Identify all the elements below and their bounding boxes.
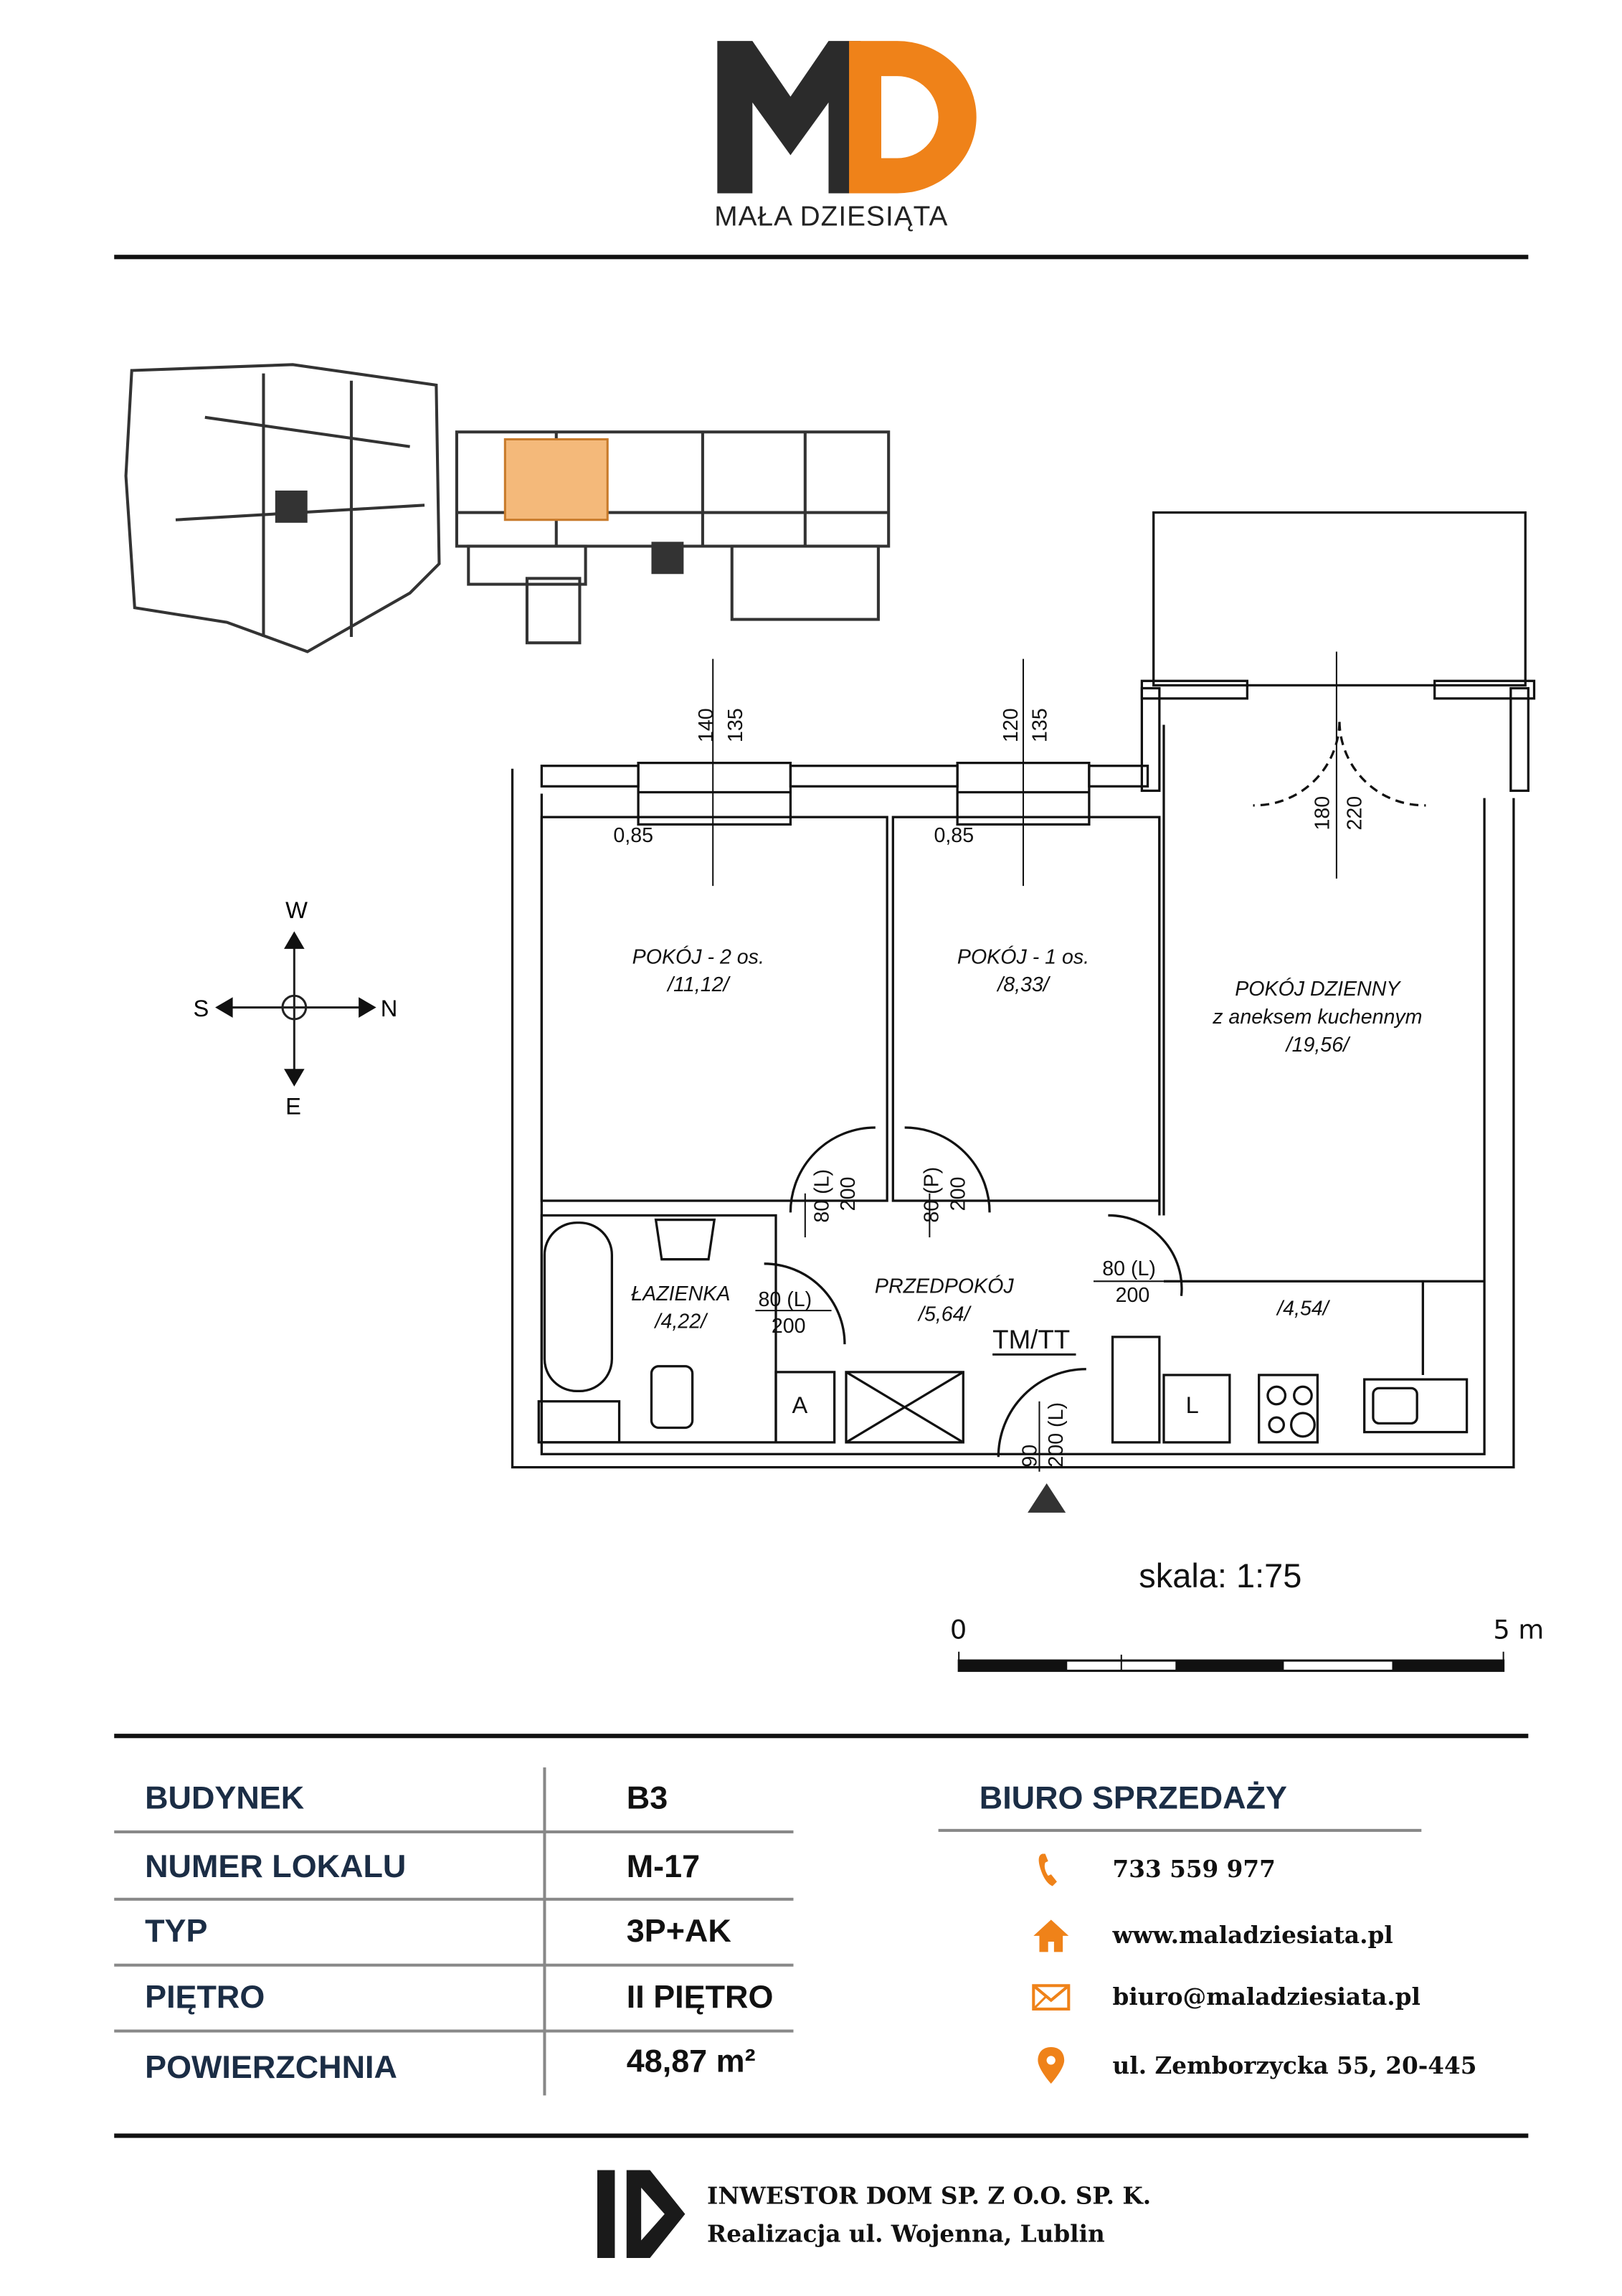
footer-company: INWESTOR DOM SP. Z O.O. SP. K. bbox=[707, 2181, 1152, 2210]
detail-value-unit: M-17 bbox=[626, 1848, 701, 1885]
md-logo bbox=[717, 41, 977, 194]
scale-bar bbox=[957, 1651, 1505, 1672]
balcony-door-height: 220 bbox=[1344, 796, 1367, 831]
middle-divider bbox=[114, 1734, 1529, 1739]
door-height: 200 bbox=[1116, 1284, 1150, 1307]
phone-icon bbox=[1038, 1853, 1057, 1886]
room-area: /5,64/ bbox=[917, 1303, 972, 1326]
door-height: 200 bbox=[947, 1177, 969, 1211]
detail-label-unit: NUMER LOKALU bbox=[145, 1848, 407, 1885]
compass-south: S bbox=[193, 995, 209, 1021]
site-plan-thumbnail bbox=[124, 363, 891, 653]
window-1-height: 135 bbox=[724, 708, 747, 742]
location-pin-icon bbox=[1038, 2047, 1065, 2084]
room-name: ŁAZIENKA bbox=[631, 1282, 730, 1305]
room-area: /4,22/ bbox=[654, 1310, 709, 1333]
room-name: PRZEDPOKÓJ bbox=[875, 1275, 1014, 1298]
brand-name: MAŁA DZIESIĄTA bbox=[714, 202, 949, 233]
appliance-a-label: A bbox=[792, 1392, 807, 1418]
sales-address: ul. Zemborzycka 55, 20-445 bbox=[1112, 2051, 1477, 2079]
window-1-width: 140 bbox=[695, 708, 718, 742]
room-name: POKÓJ - 2 os. bbox=[632, 945, 764, 968]
balcony-door-width: 180 bbox=[1312, 796, 1334, 831]
detail-label-floor: PIĘTRO bbox=[145, 1978, 265, 2016]
top-divider bbox=[114, 255, 1529, 260]
door-width: 80 (L) bbox=[758, 1288, 812, 1311]
door-height: 200 bbox=[837, 1177, 860, 1211]
detail-label-building: BUDYNEK bbox=[145, 1779, 305, 1816]
scale-end: 5 m bbox=[1493, 1615, 1545, 1646]
door-width: 80 (L) bbox=[810, 1169, 833, 1223]
compass-west: W bbox=[285, 897, 308, 923]
room-area: /8,33/ bbox=[996, 973, 1051, 996]
door-width: 90 bbox=[1018, 1445, 1041, 1468]
id-logo bbox=[597, 2170, 686, 2258]
room-area: /11,12/ bbox=[666, 973, 731, 996]
scale-start: 0 bbox=[949, 1615, 967, 1646]
window-2-sill: 0,85 bbox=[934, 824, 974, 847]
window-2-width: 120 bbox=[1000, 708, 1023, 742]
room-area: /4,54/ bbox=[1276, 1297, 1331, 1320]
sales-website[interactable]: www.maladziesiata.pl bbox=[1112, 1921, 1393, 1950]
door-height: 200 (L) bbox=[1045, 1402, 1068, 1468]
detail-value-floor: II PIĘTRO bbox=[626, 1978, 774, 2016]
room-subtitle: z aneksem kuchennym bbox=[1212, 1006, 1422, 1029]
door-width: 80 (P) bbox=[921, 1167, 944, 1223]
table-column-divider bbox=[543, 1767, 546, 2096]
room-name: POKÓJ DZIENNY bbox=[1235, 977, 1401, 1001]
compass: W S N E bbox=[193, 897, 398, 1120]
entrance-arrow bbox=[1028, 1483, 1066, 1513]
scale-label: skala: 1:75 bbox=[1139, 1556, 1302, 1595]
sales-phone[interactable]: 733 559 977 bbox=[1112, 1855, 1276, 1884]
balcony bbox=[1152, 511, 1527, 687]
detail-label-type: TYP bbox=[145, 1912, 208, 1950]
floor-plan: 140 135 0,85 120 135 0,85 180 220 POKÓJ … bbox=[511, 511, 1536, 1513]
sales-title: BIURO SPRZEDAŻY bbox=[979, 1779, 1287, 1816]
tm-tt-label: TM/TT bbox=[992, 1325, 1070, 1354]
footer-project: Realizacja ul. Wojenna, Lublin bbox=[707, 2219, 1105, 2248]
sales-email[interactable]: biuro@maladziesiata.pl bbox=[1112, 1983, 1421, 2011]
compass-east: E bbox=[285, 1093, 301, 1120]
detail-value-type: 3P+AK bbox=[626, 1912, 731, 1950]
sales-divider bbox=[938, 1828, 1422, 1832]
appliance-l-label: L bbox=[1186, 1392, 1199, 1418]
compass-north: N bbox=[381, 995, 398, 1021]
detail-label-area: POWIERZCHNIA bbox=[145, 2049, 397, 2086]
door-width: 80 (L) bbox=[1102, 1257, 1156, 1280]
room-area: /19,56/ bbox=[1285, 1034, 1351, 1057]
email-icon bbox=[1032, 1984, 1071, 2011]
detail-value-area: 48,87 m² bbox=[626, 2042, 756, 2079]
home-icon bbox=[1033, 1919, 1069, 1952]
window-2-height: 135 bbox=[1029, 708, 1052, 742]
room-name: POKÓJ - 1 os. bbox=[957, 945, 1089, 968]
door-height: 200 bbox=[772, 1315, 806, 1338]
detail-value-building: B3 bbox=[626, 1779, 668, 1816]
window-1-sill: 0,85 bbox=[613, 824, 653, 847]
bottom-divider bbox=[114, 2133, 1529, 2138]
